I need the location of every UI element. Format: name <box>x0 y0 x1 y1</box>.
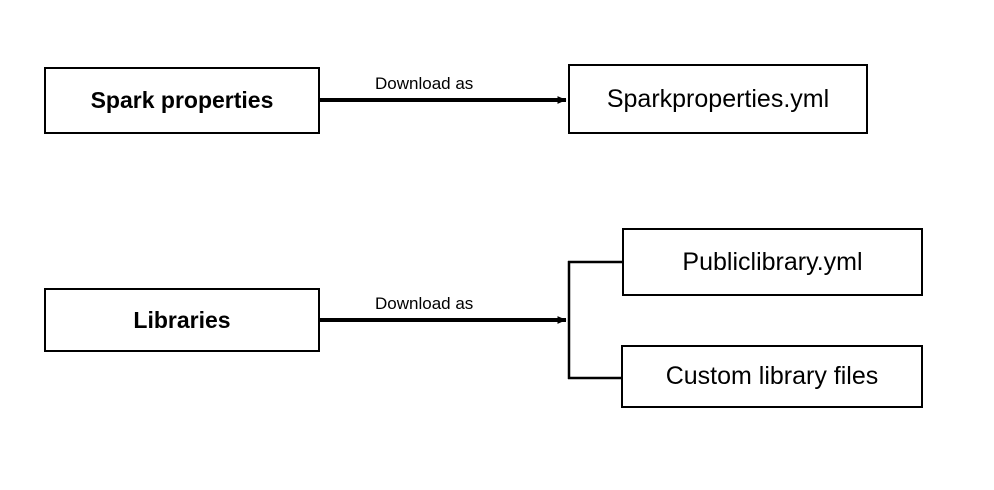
node-custom-library-files: Custom library files <box>621 345 923 408</box>
node-public-library-yml: Publiclibrary.yml <box>622 228 923 296</box>
node-spark-properties-label: Spark properties <box>90 87 274 113</box>
edge-label-download-as-spark: Download as <box>375 74 474 93</box>
node-libraries: Libraries <box>44 288 320 352</box>
node-public-library-yml-label: Publiclibrary.yml <box>682 247 863 276</box>
node-spark-properties: Spark properties <box>44 67 320 134</box>
node-libraries-label: Libraries <box>133 306 231 333</box>
edge-label-download-as-libraries: Download as <box>375 294 474 313</box>
node-spark-properties-yml: Sparkproperties.yml <box>568 64 868 134</box>
node-custom-library-files-label: Custom library files <box>665 362 879 390</box>
node-spark-properties-yml-label: Sparkproperties.yml <box>606 84 830 113</box>
